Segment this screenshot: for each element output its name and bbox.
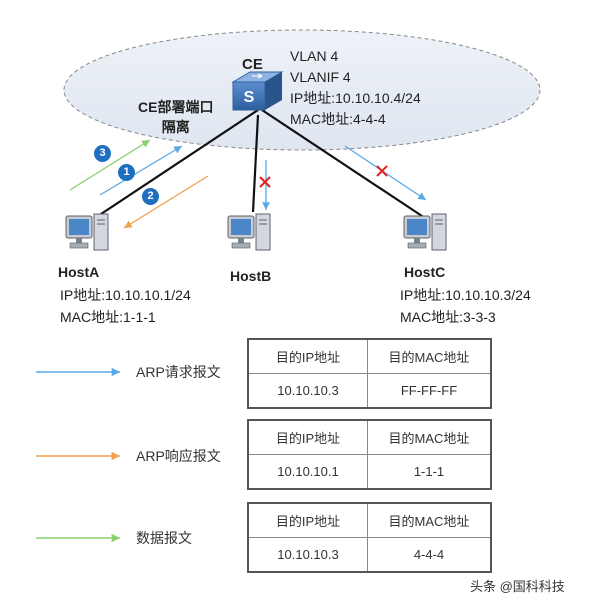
cell-dest-mac: 1-1-1: [367, 454, 492, 490]
step-badge-3: 3: [94, 145, 111, 162]
arrow-arp-request-step1: [99, 145, 183, 196]
arrow-arp-reply-step2: [123, 175, 209, 229]
switch-info: VLAN 4 VLANIF 4 IP地址:10.10.10.4/24 MAC地址…: [290, 46, 421, 130]
table-row: 10.10.10.1 1-1-1: [247, 454, 492, 490]
hosta-mac: MAC地址:1-1-1: [60, 309, 156, 325]
hostc-ip: IP地址:10.10.10.3/24: [400, 287, 531, 303]
table-header-row: 目的IP地址 目的MAC地址: [247, 419, 492, 455]
header-dest-ip: 目的IP地址: [247, 502, 368, 538]
legend-label-arp-reply: ARP响应报文: [136, 448, 221, 464]
cell-dest-mac: 4-4-4: [367, 537, 492, 573]
switch-ip: IP地址:10.10.10.4/24: [290, 90, 421, 106]
header-dest-mac: 目的MAC地址: [367, 338, 492, 374]
link-ce-hostb: [251, 114, 260, 213]
computer-icon-hostc: [403, 213, 447, 251]
hostc-name: HostC: [404, 264, 446, 280]
computer-icon-hostb: [227, 213, 271, 251]
table-header-row: 目的IP地址 目的MAC地址: [247, 338, 492, 374]
header-dest-mac: 目的MAC地址: [367, 419, 492, 455]
cell-dest-mac: FF-FF-FF: [367, 373, 492, 409]
data-packet-table: 目的IP地址 目的MAC地址 10.10.10.3 4-4-4: [247, 502, 492, 573]
hosta-name: HostA: [58, 264, 100, 280]
arp-request-table: 目的IP地址 目的MAC地址 10.10.10.3 FF-FF-FF: [247, 338, 492, 409]
hostc-mac: MAC地址:3-3-3: [400, 309, 496, 325]
legend-label-arp-request: ARP请求报文: [136, 364, 221, 380]
legend-label-data: 数据报文: [136, 530, 192, 546]
step-badge-2: 2: [142, 188, 159, 205]
computer-icon-hosta: [65, 213, 109, 251]
switch-name: CE: [242, 56, 263, 73]
arrow-data-step3: [69, 139, 151, 191]
port-isolation-label: CE部署端口 隔离: [138, 99, 214, 135]
hosta-info: IP地址:10.10.10.1/24 MAC地址:1-1-1: [60, 284, 191, 328]
table-header-row: 目的IP地址 目的MAC地址: [247, 502, 492, 538]
switch-vlanif: VLANIF 4: [290, 69, 351, 85]
cell-dest-ip: 10.10.10.3: [247, 373, 368, 409]
table-row: 10.10.10.3 4-4-4: [247, 537, 492, 573]
svg-text:S: S: [244, 89, 255, 106]
hostb-name: HostB: [230, 268, 272, 284]
table-row: 10.10.10.3 FF-FF-FF: [247, 373, 492, 409]
cell-dest-ip: 10.10.10.1: [247, 454, 368, 490]
link-ce-hostc: [261, 109, 426, 219]
cell-dest-ip: 10.10.10.3: [247, 537, 368, 573]
arrow-arp-request-hostc: [344, 145, 427, 201]
blocked-mark-hostb: [259, 176, 271, 188]
switch-mac: MAC地址:4-4-4: [290, 111, 386, 127]
switch-icon: S: [231, 71, 284, 111]
arp-reply-table: 目的IP地址 目的MAC地址 10.10.10.1 1-1-1: [247, 419, 492, 490]
hosta-ip: IP地址:10.10.10.1/24: [60, 287, 191, 303]
switch-vlan: VLAN 4: [290, 48, 339, 64]
header-dest-mac: 目的MAC地址: [367, 502, 492, 538]
isolation-domain-ellipse: [63, 29, 541, 151]
link-ce-hosta: [94, 109, 259, 219]
blocked-mark-hostc: [376, 165, 388, 177]
step-badge-1: 1: [118, 164, 135, 181]
hostc-info: IP地址:10.10.10.3/24 MAC地址:3-3-3: [400, 284, 531, 328]
header-dest-ip: 目的IP地址: [247, 338, 368, 374]
header-dest-ip: 目的IP地址: [247, 419, 368, 455]
watermark: 头条 @国科科技: [470, 579, 565, 594]
